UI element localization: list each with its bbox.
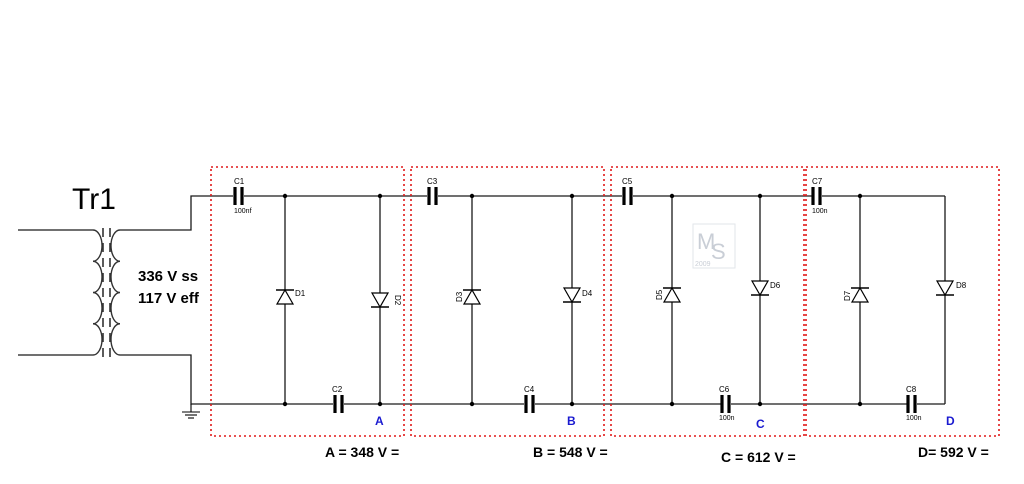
transformer: Tr1 336 V ss 117 V eff	[18, 183, 210, 405]
capacitor-c4: C4	[524, 385, 535, 413]
c3-label: C3	[427, 177, 438, 186]
diode-d4: D4	[562, 196, 593, 404]
diode-d7: D7	[843, 196, 870, 404]
d8-label: D8	[956, 281, 967, 290]
watermark-year: 2009	[695, 261, 711, 268]
capacitor-c2: C2	[332, 385, 344, 413]
c5-label: C5	[622, 177, 633, 186]
diode-d8: D8	[935, 196, 967, 404]
stage-label-b: B	[567, 414, 576, 428]
capacitor-c6: C6 100n	[719, 385, 735, 422]
c8-value: 100n	[906, 415, 922, 422]
secondary-top-lead	[120, 195, 210, 231]
capacitor-c1: C1 100nf	[233, 177, 252, 215]
watermark-letter-s: S	[711, 239, 726, 264]
stage-label-c: C	[756, 417, 765, 431]
capacitor-c5: C5	[622, 177, 633, 205]
measurement-a: A = 348 V =	[325, 444, 399, 460]
transformer-name: Tr1	[72, 183, 116, 216]
stage-box-c	[610, 166, 805, 437]
ground-icon	[182, 404, 200, 419]
watermark-letter-m: M	[697, 229, 715, 254]
diode-d3: D3	[455, 196, 482, 404]
transformer-peak-voltage: 336 V ss	[138, 268, 198, 285]
capacitor-c7: C7 100n	[811, 177, 828, 215]
measurement-c: C = 612 V =	[721, 449, 796, 465]
c1-value: 100nf	[234, 208, 252, 215]
d4-label: D4	[582, 289, 593, 298]
stage-box-b	[410, 166, 605, 437]
diode-d2: D2	[370, 196, 402, 404]
d6-label: D6	[770, 281, 781, 290]
d7-label: D7	[843, 290, 852, 301]
d5-label: D5	[655, 289, 664, 300]
transformer-rms-voltage: 117 V eff	[138, 290, 200, 307]
diode-d6: D6	[750, 196, 781, 404]
capacitor-c8: C8 100n	[906, 385, 922, 422]
diode-d1: D1	[275, 196, 306, 404]
d2-label: D2	[393, 295, 402, 306]
secondary-winding	[110, 229, 121, 356]
c7-value: 100n	[812, 208, 828, 215]
watermark-logo: M S 2009	[692, 223, 736, 269]
c8-label: C8	[906, 385, 917, 394]
primary-winding	[92, 229, 103, 356]
c6-label: C6	[719, 385, 730, 394]
capacitor-c3: C3	[427, 177, 438, 205]
junction-dots	[282, 193, 863, 407]
stage-label-d: D	[946, 414, 955, 428]
secondary-bottom-lead	[120, 354, 210, 405]
stage-label-a: A	[375, 414, 384, 428]
d3-label: D3	[455, 291, 464, 302]
measurement-d: D= 592 V =	[918, 444, 989, 460]
c4-label: C4	[524, 385, 535, 394]
c6-value: 100n	[719, 415, 735, 422]
d1-label: D1	[295, 289, 306, 298]
c2-label: C2	[332, 385, 343, 394]
c1-label: C1	[234, 177, 245, 186]
measurement-b: B = 548 V =	[533, 444, 608, 460]
diode-d5: D5	[655, 196, 682, 404]
stage-box-a	[210, 166, 405, 437]
stage-box-d	[805, 166, 1000, 437]
c7-label: C7	[812, 177, 823, 186]
